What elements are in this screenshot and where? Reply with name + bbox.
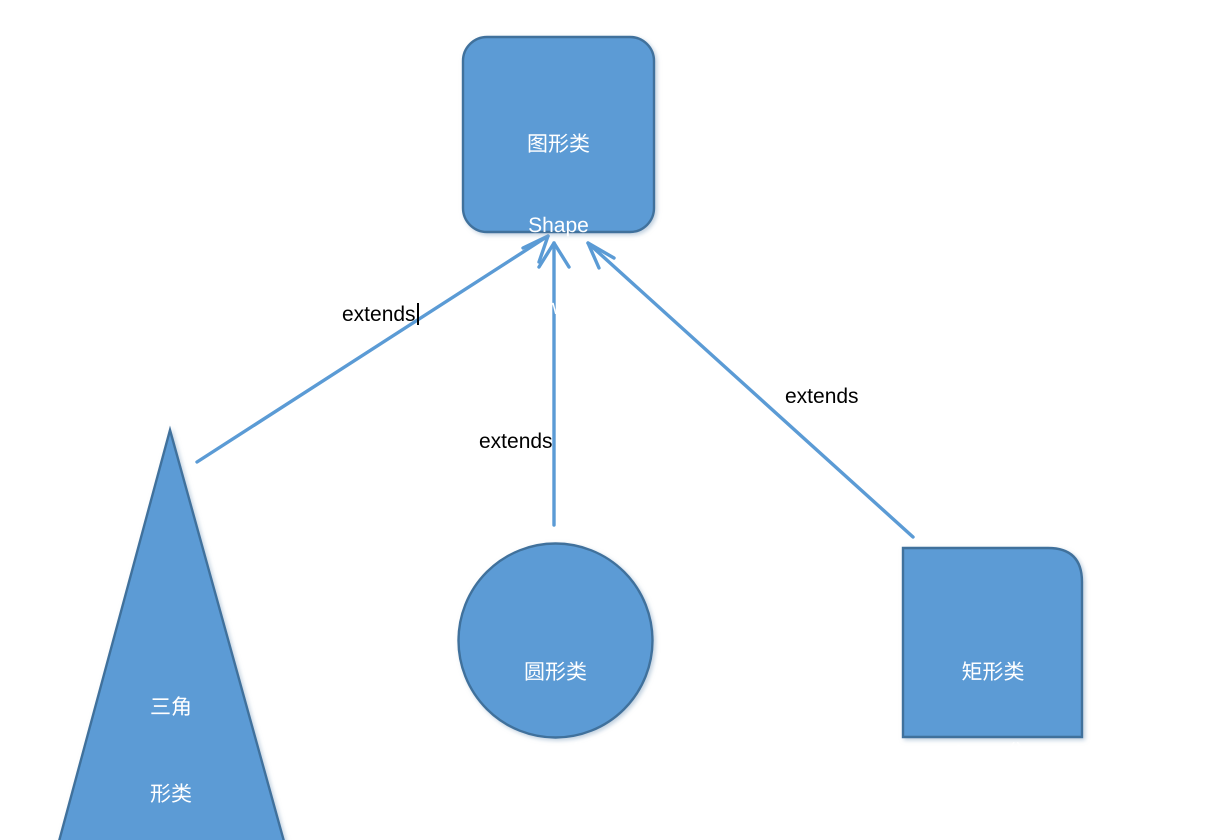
edge-label-triangle-to-shape-text: extends (342, 303, 416, 326)
edge-label-circle-to-shape-text: extends (479, 430, 553, 453)
connector-rectangle-to-shape[interactable] (586, 241, 915, 539)
connector-triangle-to-shape[interactable] (195, 234, 550, 464)
edge-label-rectangle-to-shape-text: extends (785, 385, 859, 408)
edge-label-triangle-to-shape[interactable]: extends (342, 303, 419, 325)
edge-label-rectangle-to-shape[interactable]: extends (785, 386, 859, 407)
edge-label-circle-to-shape[interactable]: extends (479, 431, 553, 452)
connector-circle-to-shape[interactable] (537, 241, 571, 527)
connector-layer (195, 234, 915, 539)
node-triangle-subclass[interactable] (58, 425, 285, 840)
text-cursor-caret (416, 303, 419, 325)
node-rectangle-subclass[interactable] (901, 546, 1084, 739)
node-shape-superclass[interactable] (461, 35, 656, 234)
node-circle-subclass[interactable] (457, 542, 654, 739)
